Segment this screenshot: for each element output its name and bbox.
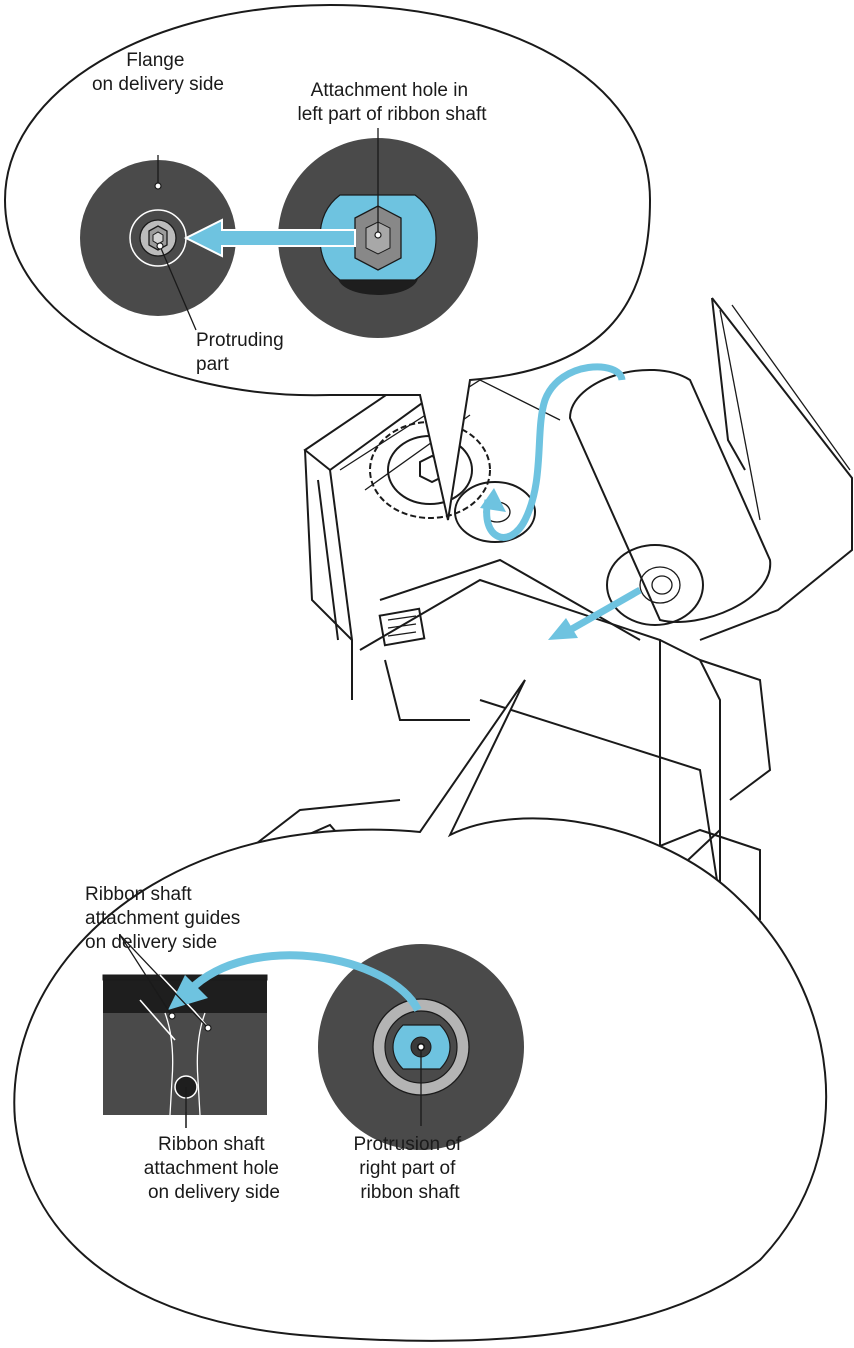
protrusion-right-shaft-label: Protrusion of right part of ribbon shaft (353, 1134, 466, 1203)
ribbon-roll (568, 369, 772, 626)
attachment-hole-label: Attachment hole in left part of ribbon s… (297, 80, 487, 125)
flange-label: Flange on delivery side (92, 50, 224, 95)
roll-direction-arrow-icon (568, 586, 642, 634)
attachment-guides-label: Ribbon shaft attachment guides on delive… (85, 884, 246, 953)
ribbon-path-arrow-icon (483, 363, 626, 541)
top-callout: Flange on delivery side Attachment hole … (3, 3, 652, 521)
attachment-hole-delivery-label: Ribbon shaft attachment hole on delivery… (144, 1134, 284, 1203)
insert-arrow-icon (183, 218, 356, 258)
attach-arrow-icon (187, 951, 422, 1013)
bottom-callout: Ribbon shaft attachment guides on delive… (13, 679, 828, 1342)
protruding-part-label: Protruding part (196, 330, 289, 375)
flange-disk (80, 160, 236, 316)
